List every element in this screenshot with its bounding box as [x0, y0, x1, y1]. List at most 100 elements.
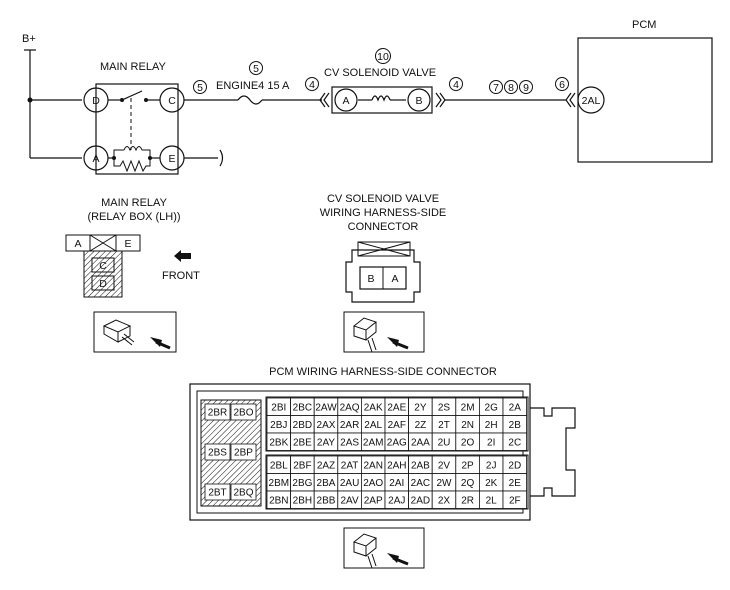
front-arrow-icon [174, 250, 191, 262]
svg-text:2AW: 2AW [315, 402, 337, 413]
pcm-pin-cell: 2J [478, 455, 504, 474]
svg-text:2BS: 2BS [208, 448, 227, 459]
pcm-pin-cell: 2AX [313, 415, 339, 434]
pcm-pin-cell: 2AM [360, 432, 386, 451]
wire-number-9: 9 [519, 80, 533, 94]
svg-text:2BG: 2BG [292, 478, 312, 489]
pcm-pin-cell: 2AZ [313, 455, 339, 474]
relay-box-pin-d: D [99, 278, 107, 290]
svg-text:2BA: 2BA [317, 478, 336, 489]
svg-text:2BL: 2BL [270, 460, 288, 471]
svg-text:B: B [415, 95, 422, 107]
svg-text:A: A [342, 95, 349, 107]
pcm-pin-cell: 2AB [408, 455, 433, 474]
wire-number-4-right: 4 [449, 77, 463, 91]
svg-text:2AX: 2AX [317, 420, 336, 431]
svg-text:2N: 2N [461, 420, 474, 431]
pcm-pin-cell: 2F [502, 490, 528, 509]
pcm-pin-cell: 2BL [266, 455, 292, 474]
svg-text:A: A [92, 153, 99, 165]
pcm-pin-cell: 2BS [204, 443, 231, 461]
pcm-pin-cell: 2K [478, 473, 504, 492]
svg-text:2BC: 2BC [293, 402, 312, 413]
svg-text:2R: 2R [461, 495, 474, 506]
cv-connector-label-line1: CV SOLENOID VALVE [327, 193, 439, 205]
svg-text:5: 5 [253, 63, 259, 75]
svg-text:2X: 2X [438, 495, 451, 506]
svg-text:2P: 2P [461, 460, 474, 471]
pcm-pin-cell: 2Q [455, 473, 480, 492]
pcm-pin-cell: 2AL [360, 415, 386, 434]
pcm-pin-cell: 2AC [408, 473, 433, 492]
svg-text:10: 10 [377, 51, 389, 63]
bplus-label: B+ [22, 33, 36, 45]
svg-text:2AB: 2AB [411, 460, 430, 471]
cv-connector-shape [345, 241, 421, 303]
fuse-label: ENGINE4 15 A [216, 80, 290, 92]
svg-text:2M: 2M [461, 402, 475, 413]
svg-text:2A: 2A [509, 402, 522, 413]
pcm-pin-cell: 2G [478, 397, 504, 416]
svg-text:2AS: 2AS [340, 437, 359, 448]
svg-text:2AR: 2AR [340, 420, 359, 431]
svg-text:6: 6 [559, 79, 565, 91]
solenoid-pin-b: B [407, 88, 431, 112]
pcm-pin-cell: 2A [502, 397, 528, 416]
wire-number-6: 6 [555, 77, 569, 91]
pcm-pin-cell: 2AP [360, 490, 386, 509]
connector-view-icon [343, 311, 425, 353]
svg-text:2AI: 2AI [389, 478, 404, 489]
svg-text:2AQ: 2AQ [340, 402, 360, 413]
svg-text:2BM: 2BM [269, 478, 290, 489]
relay-box-pin-e: E [124, 238, 131, 250]
cv-connector-pin-a: A [391, 273, 398, 285]
svg-text:2BB: 2BB [317, 495, 336, 506]
relay-pin-a: A [83, 145, 109, 171]
svg-text:7: 7 [493, 82, 499, 94]
svg-text:2AO: 2AO [363, 478, 383, 489]
bplus-terminal [24, 49, 82, 159]
pcm-pin-cell: 2BT [204, 483, 231, 501]
svg-text:2BJ: 2BJ [270, 420, 287, 431]
pcm-pin-cell: 2B [502, 415, 528, 434]
pcm-pin-cell: 2AD [408, 490, 433, 509]
svg-text:8: 8 [508, 82, 514, 94]
svg-text:2BP: 2BP [234, 448, 253, 459]
relay-pin-e: E [159, 145, 185, 171]
relay-e-wire [184, 149, 224, 167]
pcm-pin-cell: 2R [455, 490, 480, 509]
pcm-pin-cell: 2BD [290, 415, 315, 434]
pcm-pin-cell: 2AU [337, 473, 362, 492]
svg-text:2I: 2I [487, 437, 495, 448]
pcm-pin-cell: 2BO [230, 403, 257, 421]
svg-text:2Z: 2Z [415, 420, 427, 431]
svg-text:2BT: 2BT [208, 488, 226, 499]
pcm-pin-cell: 2AK [360, 397, 386, 416]
svg-text:2V: 2V [438, 460, 451, 471]
svg-text:2AL: 2AL [582, 95, 601, 107]
svg-text:2AF: 2AF [388, 420, 406, 431]
pcm-pin-cell: 2BN [266, 490, 292, 509]
cv-solenoid-valve-label: CV SOLENOID VALVE [324, 67, 436, 79]
wire-number-4-left: 4 [305, 77, 319, 91]
pcm-pin-cell: 2S [431, 397, 457, 416]
svg-text:2K: 2K [485, 478, 498, 489]
pcm-pin-cell: 2BI [266, 397, 292, 416]
svg-text:2AL: 2AL [364, 420, 382, 431]
wire-number-10: 10 [375, 48, 391, 64]
pcm-pin-cell: 2P [455, 455, 480, 474]
svg-text:2BH: 2BH [293, 495, 312, 506]
pcm-pin-cell: 2T [431, 415, 457, 434]
svg-text:2L: 2L [486, 495, 498, 506]
svg-text:2BD: 2BD [293, 420, 312, 431]
front-label: FRONT [162, 270, 200, 282]
pcm-pin-cell: 2C [502, 432, 528, 451]
svg-text:9: 9 [523, 82, 529, 94]
pcm-pin-cell: 2AJ [384, 490, 410, 509]
svg-text:2D: 2D [508, 460, 521, 471]
cv-connector-label-line3: CONNECTOR [348, 221, 419, 233]
svg-text:2AK: 2AK [364, 402, 383, 413]
svg-text:2AT: 2AT [341, 460, 359, 471]
pcm-pin-cell: 2BJ [266, 415, 292, 434]
